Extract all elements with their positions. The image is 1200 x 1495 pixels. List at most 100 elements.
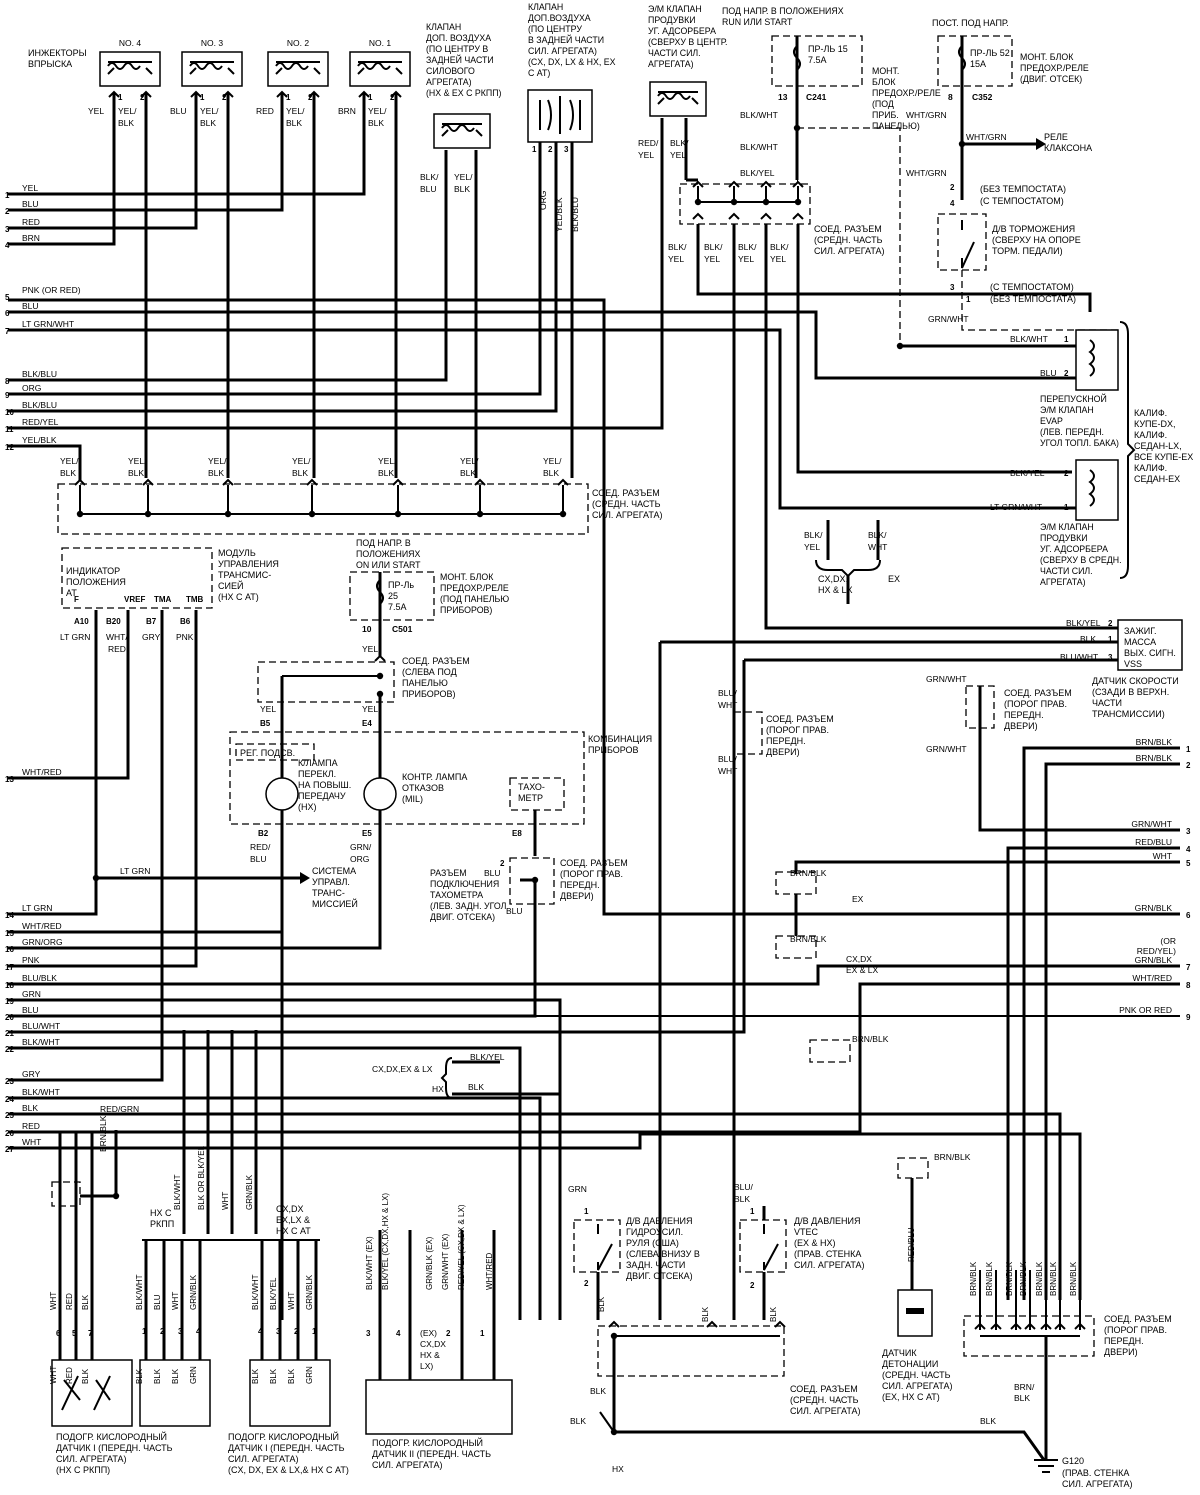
label: (БЕЗ ТЕМПОСТАТА) — [990, 294, 1076, 304]
label: 4 — [196, 1327, 201, 1336]
label: УГ. АДСОРБЕРА — [648, 26, 716, 36]
label: КОНТР. ЛАМПА — [402, 772, 467, 782]
label: (НХ С РКПП) — [56, 1465, 110, 1475]
label: 1 — [750, 1207, 755, 1216]
label: (ПОД — [872, 99, 894, 109]
ecm-pin-number: 2 — [5, 207, 10, 216]
label: YEL — [804, 542, 820, 552]
fuse-box-15 — [771, 35, 863, 87]
connector-fork — [728, 180, 740, 188]
label: 2 — [222, 93, 227, 102]
wire-color-label: RED — [22, 217, 40, 227]
label: ПОД НАПР. В ПОЛОЖЕНИЯХ — [722, 6, 844, 16]
connector-fork — [557, 478, 569, 486]
label: ПОДОГР. КИСЛОРОДНЫЙ — [372, 1437, 483, 1448]
label: BLK/ — [668, 242, 687, 252]
wire-color-label: BLK — [22, 1103, 38, 1113]
label: BLU — [506, 906, 523, 916]
wire-color-label: BLU — [22, 199, 39, 209]
label: 1 — [200, 93, 205, 102]
label: (ПОРОГ ПРАВ. — [1004, 699, 1067, 709]
label: 7.5A — [388, 602, 407, 612]
label: РУЛЯ (США) — [626, 1238, 679, 1248]
splice-dot — [308, 510, 316, 518]
label: 2 — [1108, 619, 1113, 628]
label: (СРЕДН. ЧАСТЬ — [790, 1395, 859, 1405]
label: WHT/RED — [485, 1252, 494, 1290]
shield-o2-1 — [51, 1181, 81, 1207]
wire-color-label: RED — [256, 106, 274, 116]
label: BLK/YEL — [1066, 618, 1101, 628]
label: ДАТЧИК СКОРОСТИ — [1092, 676, 1179, 686]
label: B2 — [258, 829, 269, 838]
label: BLK/YEL — [269, 1277, 278, 1310]
wire-color-label: GRY — [22, 1069, 41, 1079]
label: B7 — [146, 617, 157, 626]
coil-symbol — [441, 123, 483, 137]
wire-color-label: WHT — [1153, 851, 1172, 861]
label: СЕДАН-EX — [1134, 474, 1180, 484]
label: ЧАСТИ СИЛ. — [648, 48, 701, 58]
connector-fork — [792, 212, 804, 220]
label: КУПЕ-DX, — [1134, 419, 1176, 429]
label: 4 — [258, 1327, 263, 1336]
label: BRN/BLK — [1049, 1261, 1058, 1296]
wire — [764, 224, 1118, 630]
label: ПРИБОРОВ) — [402, 689, 456, 699]
label: 2 — [584, 1279, 589, 1288]
label: RED/ — [250, 842, 271, 852]
label: 1 — [118, 93, 123, 102]
wire-color-label: WHT/RED — [22, 921, 62, 931]
wire-color-label: YEL/BLK — [22, 435, 57, 445]
wire — [8, 328, 1076, 510]
switch-contact — [597, 1224, 613, 1271]
label: VTEC — [794, 1227, 819, 1237]
connector-fork — [308, 90, 320, 98]
injector-3 — [267, 51, 329, 87]
ecm-pin-number: 15 — [5, 929, 14, 938]
label: (ДВИГ. ОТСЕК) — [1020, 74, 1082, 84]
label: RED/GRN — [100, 1104, 139, 1114]
label: 2 — [1064, 469, 1069, 478]
connector-fork — [222, 90, 234, 98]
connector-fork — [1074, 1322, 1086, 1330]
label: (EX & HX) — [794, 1238, 836, 1248]
label: BRN/BLK — [1069, 1261, 1078, 1296]
wire-color-label: RED/BLU — [1135, 837, 1172, 847]
label: BLK — [286, 118, 302, 128]
label: EX & LX — [846, 965, 878, 975]
ground-joint — [963, 1315, 1095, 1357]
label: YEL/ — [60, 456, 79, 466]
label: BLK/WHT — [740, 110, 778, 120]
mil-lamp — [363, 777, 397, 811]
wire-color-label: BLU — [22, 301, 39, 311]
splice-dot — [92, 874, 100, 882]
label: BLK — [81, 1294, 90, 1310]
wire — [8, 610, 198, 968]
label: GRN/ — [350, 842, 372, 852]
label: ОТКАЗОВ — [402, 783, 444, 793]
wire — [8, 92, 198, 230]
label: BLK — [292, 468, 308, 478]
label: ДВЕРИ) — [1104, 1347, 1138, 1357]
label: BLK/WHT — [135, 1274, 144, 1310]
wire-color-label: BLU/WHT — [22, 1021, 60, 1031]
ecm-pin-number: 1 — [1186, 745, 1191, 754]
label: RUN ИЛИ START — [722, 17, 793, 27]
label: ПРЕДОХР./РЕЛЕ — [440, 583, 509, 593]
label: НА ПОВЫШ. — [298, 780, 351, 790]
splice-dot — [376, 672, 384, 680]
connector-fork — [474, 478, 486, 486]
connector-fork — [1024, 1322, 1036, 1330]
vehicle-speed-sensor — [1117, 619, 1183, 671]
arrow-to-horn-relay — [1036, 138, 1046, 150]
ecm-pin-number: 5 — [5, 293, 10, 302]
ecm-pin-number: 8 — [5, 377, 10, 386]
ecm-pin-number: 14 — [5, 911, 14, 920]
connector-fork — [392, 478, 404, 486]
switch-contact — [961, 220, 975, 269]
wire-color-label: RED — [22, 1121, 40, 1131]
injector-name: NO. 3 — [201, 38, 223, 48]
injector-2 — [181, 51, 243, 87]
label: 1 — [1064, 335, 1069, 344]
